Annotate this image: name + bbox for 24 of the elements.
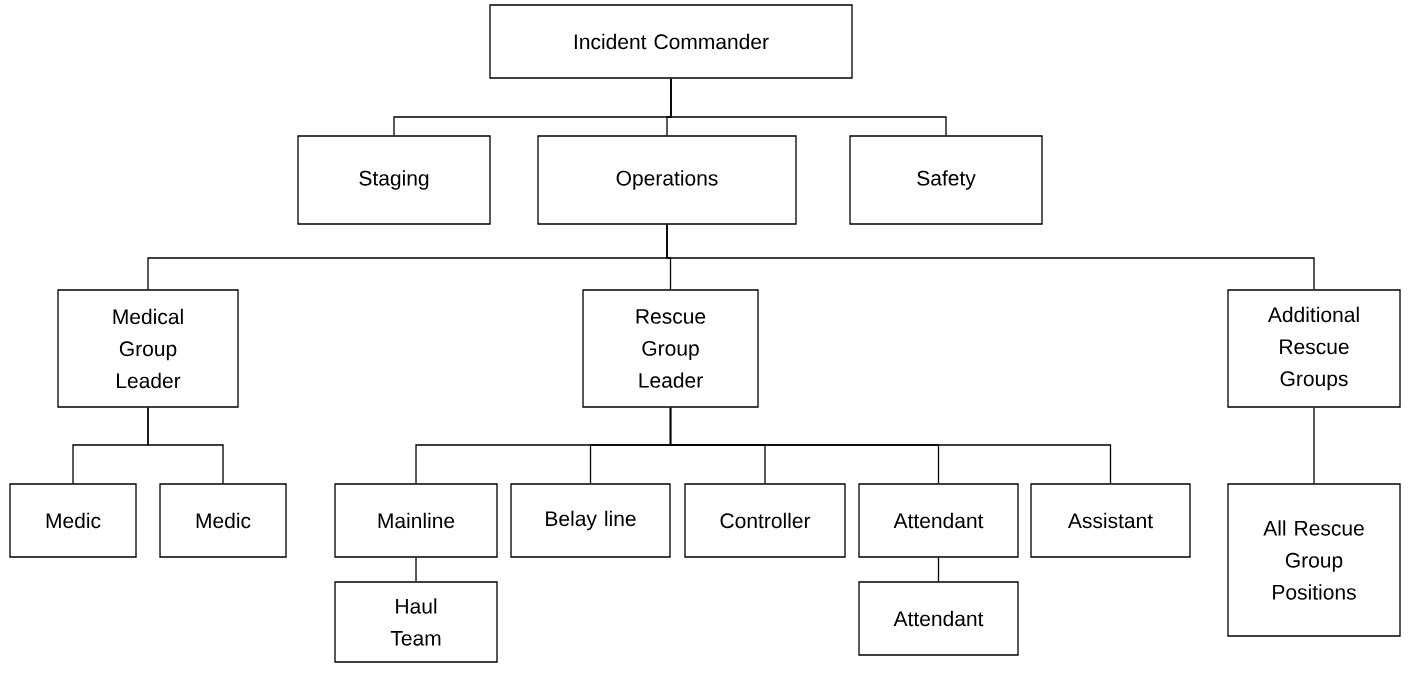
org-box: Safety [849, 135, 1043, 225]
org-box: Incident Commander [489, 4, 853, 79]
org-box: Attendant [858, 483, 1019, 558]
org-box: Belay line [510, 483, 671, 558]
connector-line [669, 407, 1112, 484]
org-box: Medic [9, 483, 137, 558]
org-box: Operations [537, 135, 797, 225]
org-box: Rescue Group Leader [582, 289, 759, 408]
org-box: Attendant [858, 581, 1019, 656]
org-box: Additional Rescue Groups [1227, 289, 1401, 408]
org-box: Controller [684, 483, 846, 558]
org-box: All Rescue Group Positions [1227, 483, 1401, 637]
org-box: Haul Team [334, 581, 498, 663]
connector-line [666, 224, 1315, 290]
connector-line [1313, 407, 1315, 484]
connector-line [415, 557, 417, 582]
connector-line [670, 78, 947, 136]
connector-line [147, 407, 224, 484]
org-box: Assistant [1030, 483, 1191, 558]
org-box: Staging [297, 135, 491, 225]
connector-line [937, 557, 940, 582]
org-box: Medical Group Leader [57, 289, 239, 408]
org-box: Medic [159, 483, 287, 558]
org-box: Mainline [334, 483, 498, 558]
